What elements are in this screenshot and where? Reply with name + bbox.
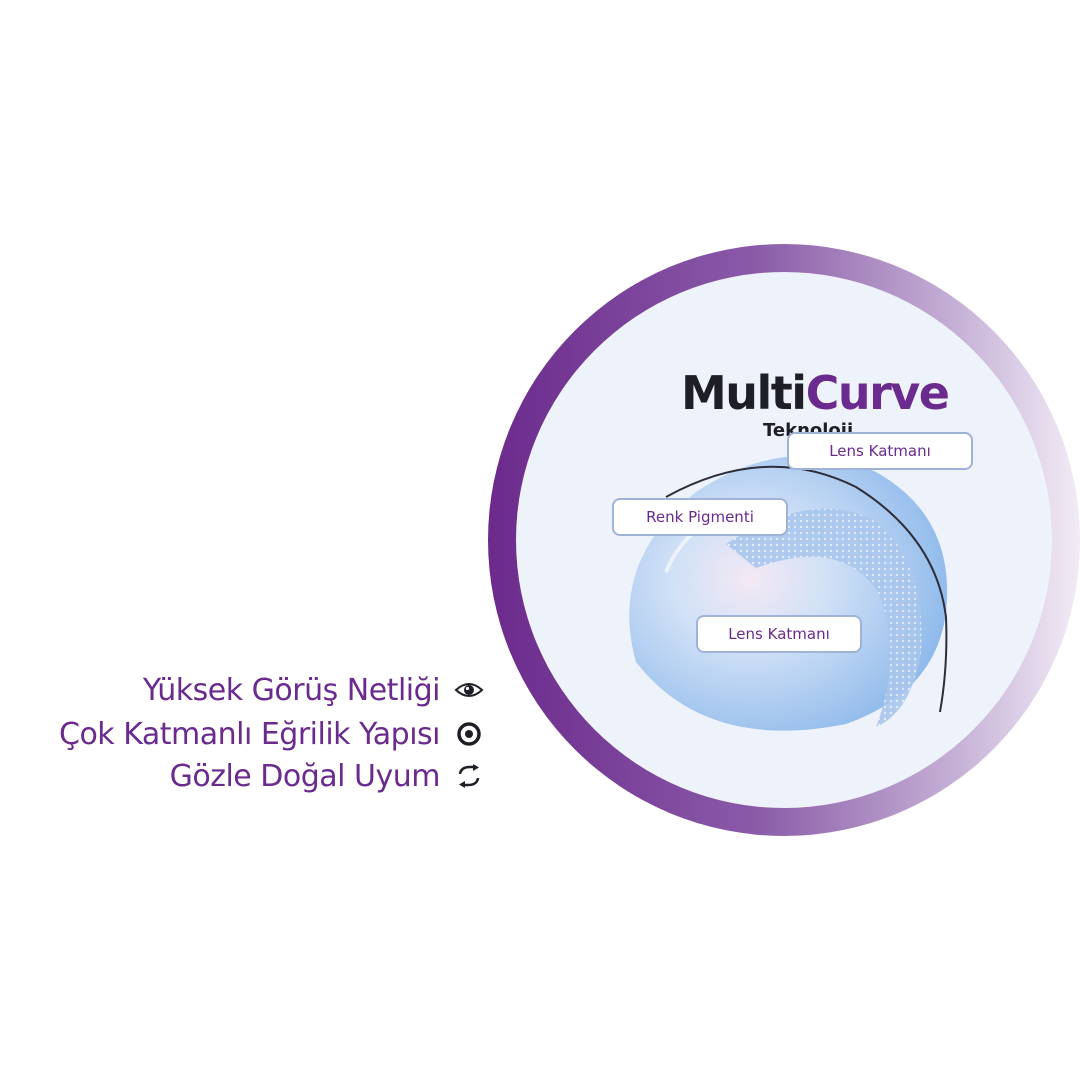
brand-title-curve: Curve [805,366,950,420]
callout-label: Lens Katmanı [829,442,931,460]
callout-label: Renk Pigmenti [646,508,754,526]
callout-color-pigment: Renk Pigmenti [612,498,788,536]
feature-label: Yüksek Görüş Netliği [142,672,441,708]
multicurve-badge: MultiCurve Teknoloji Len [488,244,1080,836]
feature-label: Çok Katmanlı Eğrilik Yapısı [59,716,441,752]
callout-lens-layer-bottom: Lens Katmanı [696,615,862,653]
feature-item-clarity: Yüksek Görüş Netliği [143,668,500,712]
target-icon [454,719,484,749]
color-pigment-layer [726,508,922,727]
feature-item-natural-fit: Gözle Doğal Uyum [170,754,500,798]
feature-label: Gözle Doğal Uyum [169,758,441,794]
eye-icon [454,675,484,705]
lens-illustration [629,456,948,731]
callout-label: Lens Katmanı [728,625,830,643]
callout-lens-layer-top: Lens Katmanı [787,432,973,470]
brand-title: MultiCurve [681,366,950,420]
sync-arrows-icon [454,761,484,791]
feature-item-multilayer: Çok Katmanlı Eğrilik Yapısı [59,712,500,756]
brand-title-multi: Multi [681,366,807,420]
badge-inner: MultiCurve Teknoloji Len [516,272,1052,808]
lens-edge-curve [665,465,948,713]
